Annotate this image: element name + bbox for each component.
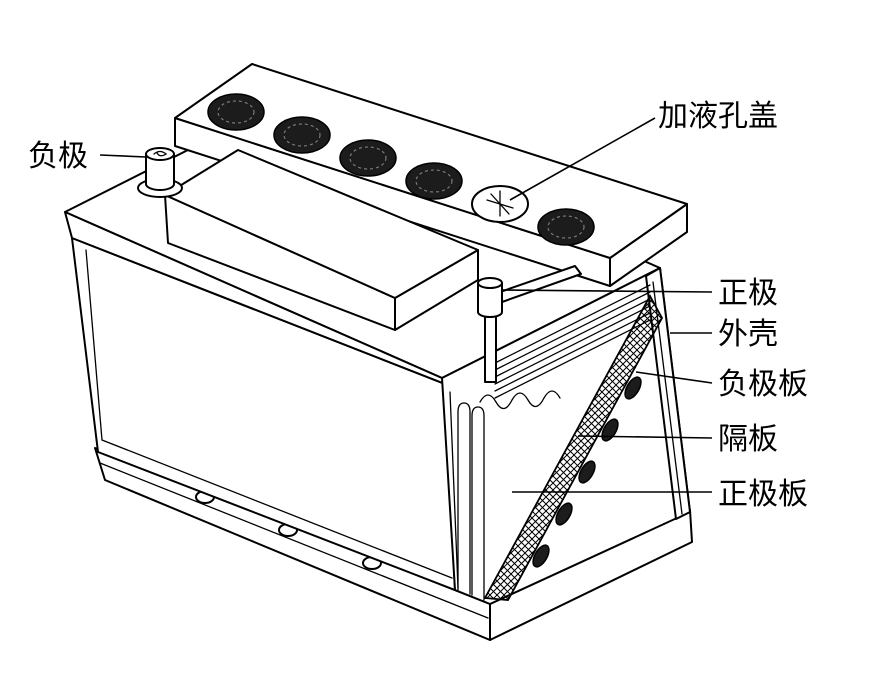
plate-section — [532, 544, 550, 568]
terminal-cover-box — [164, 149, 479, 331]
filler-cap-body — [207, 93, 265, 131]
cutaway-section — [441, 267, 691, 605]
label-negative-plate: 负极板 — [718, 367, 808, 402]
negative-terminal — [137, 147, 183, 198]
leader-negative-terminal — [99, 154, 147, 158]
label-separator: 隔板 — [718, 422, 778, 457]
negative-plate-sections — [532, 376, 642, 568]
filler-cap-ridges — [349, 146, 387, 170]
positive-plate-edges — [449, 391, 485, 601]
box-top-face — [164, 149, 479, 299]
label-positive-terminal: 正极 — [718, 276, 778, 311]
positive-terminal-top — [477, 277, 503, 289]
label-filler-cap: 加液孔盖 — [658, 99, 778, 134]
leader-separator — [577, 435, 713, 439]
plate-stack-top — [479, 284, 651, 410]
filler-cap — [207, 93, 265, 131]
filler-cap-body — [339, 139, 397, 177]
positive-terminal — [477, 265, 582, 383]
callouts: 负极 加液孔盖 正极 外壳 负极板 隔板 正极板 — [28, 99, 808, 512]
negative-terminal-mark — [153, 150, 168, 157]
plate-edge — [457, 402, 471, 595]
plate-top-line — [494, 284, 651, 364]
filler-cap-body — [273, 116, 331, 154]
plate-top-line — [494, 291, 651, 371]
plate-section — [578, 460, 596, 484]
plate-section — [601, 418, 619, 442]
label-case: 外壳 — [718, 317, 778, 352]
plate-top-line — [494, 319, 651, 399]
filler-cap-ridges — [217, 100, 255, 124]
filler-cap-body — [405, 162, 463, 200]
filler-cap-ridges — [283, 123, 321, 147]
leader-positive-terminal — [502, 289, 713, 293]
plinth-ridge-line — [99, 462, 489, 619]
negative-terminal-body — [145, 153, 175, 191]
filler-cap — [405, 162, 463, 200]
filler-cap — [273, 116, 331, 154]
plate-top-line — [494, 298, 651, 378]
filler-cap-highlighted — [471, 185, 529, 223]
battery — [64, 63, 693, 641]
filler-cap-body — [537, 208, 595, 246]
filler-cap-vent-mark — [486, 190, 514, 217]
plate-strap-edge — [479, 390, 561, 410]
plate-section — [555, 502, 573, 526]
plate-top-line — [494, 312, 651, 392]
separator-band — [483, 294, 664, 601]
case-wall-front-inner — [449, 391, 459, 589]
filler-caps — [207, 93, 595, 246]
plate-edge — [471, 406, 485, 601]
plate-top-line — [494, 305, 651, 385]
base-plinth — [94, 447, 693, 641]
filler-cap-ridges — [415, 169, 453, 193]
positive-terminal-body — [477, 282, 503, 318]
label-negative-terminal: 负极 — [28, 139, 88, 174]
negative-terminal-top — [145, 147, 175, 161]
filler-cap — [537, 208, 595, 246]
leader-filler-cap — [509, 117, 656, 201]
leader-negative-plate — [635, 371, 713, 384]
filler-cap — [339, 139, 397, 177]
front-panel-line — [85, 249, 453, 579]
filler-cap-ridges — [547, 215, 585, 239]
label-positive-plate: 正极板 — [718, 477, 808, 512]
plate-section — [624, 376, 642, 400]
